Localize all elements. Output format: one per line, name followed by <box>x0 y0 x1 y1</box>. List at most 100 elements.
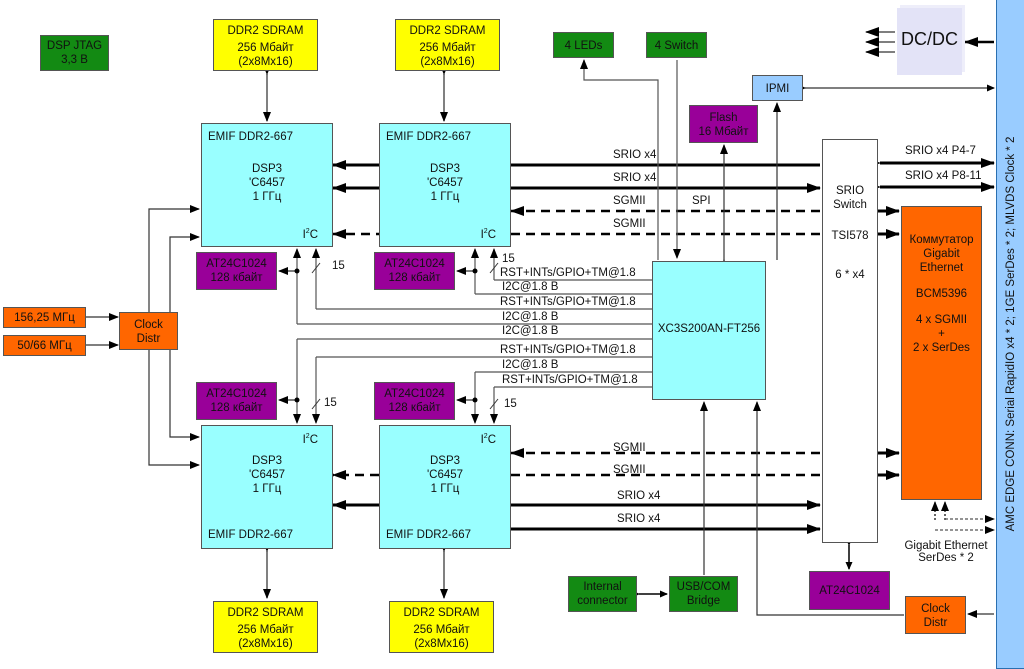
dsp-block: I2C DSP3 'C6457 1 ГГц EMIF DDR2-667 <box>201 425 333 549</box>
dsp-freq: 1 ГГц <box>430 483 460 495</box>
emif-label: EMIF DDR2-667 <box>208 529 293 541</box>
switch-eeprom-block: AT24C1024 <box>809 571 890 610</box>
dsp-name: DSP3 <box>251 163 283 175</box>
dsp-jtag-label: DSP JTAG <box>46 40 103 52</box>
bus-slash-mark <box>489 398 499 410</box>
link-label-sgmii: SGMII <box>613 442 646 454</box>
ddr-org: (2x8Mx16) <box>238 638 293 650</box>
i2c-port-label: I2C <box>302 433 318 446</box>
gbe-ports: 4 x SGMII <box>915 314 968 326</box>
clock-link <box>148 350 200 469</box>
clock-distr-subtitle: Distr <box>136 333 161 345</box>
fpga-block: XC3S200AN-FT256 <box>652 261 766 400</box>
leds-label: 4 LEDs <box>564 40 603 52</box>
ddr-title: DDR2 SDRAM <box>403 607 480 619</box>
bus-width-label: 15 <box>332 260 345 272</box>
flash-block: Flash 16 Мбайт <box>689 105 758 143</box>
gbe-serdes-label-line1: Gigabit Ethernet <box>904 540 988 552</box>
flash-size: 16 Мбайт <box>698 126 749 138</box>
eeprom-part: AT24C1024 <box>384 388 445 400</box>
dsp-freq: 1 ГГц <box>252 191 282 203</box>
gbe-serdes-label: Gigabit Ethernet SerDes * 2 <box>898 540 994 564</box>
srio-switch-ports: 6 * x4 <box>835 269 865 281</box>
dcdc-label: DC/DC <box>901 29 958 49</box>
link-label-srio-p4-7: SRIO x4 P4-7 <box>905 145 976 157</box>
clock-distr-title: Clock <box>134 319 163 331</box>
dsp-block: I2C DSP3 'C6457 1 ГГц EMIF DDR2-667 <box>379 425 511 549</box>
gbe-title-2: Gigabit <box>923 248 960 260</box>
gbe-serdes: 2 x SerDes <box>913 342 970 354</box>
dsp-freq: 1 ГГц <box>430 191 460 203</box>
dsp-name: DSP3 <box>429 163 461 175</box>
junction-dot <box>472 397 478 403</box>
link-label-i2c: I2C@1.8 В <box>502 325 559 337</box>
emif-label: EMIF DDR2-667 <box>208 131 293 143</box>
ddr-org: (2x8Mx16) <box>238 56 293 68</box>
leds-link <box>580 59 659 260</box>
clock-distr-block: Clock Distr <box>119 312 178 350</box>
link-label-srio: SRIO x4 <box>613 172 657 184</box>
eeprom-size: 128 кбайт <box>388 272 441 284</box>
gbe-switch-block: Коммутатор Gigabit Ethernet BCM5396 4 x … <box>901 206 982 500</box>
ddr-sdram-block: DDR2 SDRAM 256 Мбайт (2x8Mx16) <box>389 601 494 653</box>
srio-switch-block: SRIO Switch TSI578 6 * x4 <box>822 139 878 543</box>
bus-slash-mark <box>489 262 499 274</box>
link-label-spi: SPI <box>692 195 711 207</box>
emif-label: EMIF DDR2-667 <box>386 131 471 143</box>
leds-block: 4 LEDs <box>553 32 614 58</box>
ipmi-block: IPMI <box>752 75 803 101</box>
eeprom-part: AT24C1024 <box>384 258 445 270</box>
ddr-org: (2x8Mx16) <box>420 56 475 68</box>
clock-fpga-link <box>753 401 904 616</box>
ddr-title: DDR2 SDRAM <box>227 25 304 37</box>
gbe-title: Коммутатор <box>909 234 974 246</box>
fpga-label: XC3S200AN-FT256 <box>657 323 761 335</box>
link-label-rst-gpio: RST+INTs/GPIO+TM@1.8 <box>500 296 636 308</box>
internal-connector-title: Internal <box>583 581 622 593</box>
bus-width-label: 15 <box>504 398 517 410</box>
dsp-name: DSP3 <box>429 455 461 467</box>
dcdc-block: DC/DC <box>897 8 962 75</box>
flash-label: Flash <box>709 112 738 124</box>
internal-connector-block: Internal connector <box>568 576 637 612</box>
ddr-org: (2x8Mx16) <box>414 638 469 650</box>
dsp-model: 'C6457 <box>248 177 286 189</box>
link-label-srio: SRIO x4 <box>613 149 657 161</box>
i2c-port-label: I2C <box>480 433 496 446</box>
eeprom-size: 128 кбайт <box>210 272 263 284</box>
link-label-srio: SRIO x4 <box>617 513 661 525</box>
link-label-sgmii: SGMII <box>613 464 646 476</box>
dsp-freq: 1 ГГц <box>252 483 282 495</box>
link-label-rst-gpio: RST+INTs/GPIO+TM@1.8 <box>500 344 636 356</box>
eeprom-block: AT24C1024 128 кбайт <box>374 252 455 290</box>
amc-connector-label: AMC EDGE CONN: Serial RapidIO x4 * 2; 1G… <box>1005 136 1017 531</box>
link-label-i2c: I2C@1.8 В <box>502 359 559 371</box>
eeprom-block: AT24C1024 128 кбайт <box>196 382 277 420</box>
link-label-srio-p8-11: SRIO x4 P8-11 <box>905 170 982 182</box>
switch-eeprom-label: AT24C1024 <box>819 585 880 597</box>
dsp-block: EMIF DDR2-667 DSP3 'C6457 1 ГГц I2C <box>379 123 511 247</box>
dsp-jtag-voltage: 3,3 В <box>61 54 88 66</box>
ddr-size: 256 Мбайт <box>237 42 294 54</box>
eeprom-part: AT24C1024 <box>206 258 267 270</box>
gbe-part: BCM5396 <box>915 288 968 300</box>
junction-dot <box>472 268 478 274</box>
clock-distr-right-title: Clock <box>921 603 950 615</box>
amc-edge-connector: AMC EDGE CONN: Serial RapidIO x4 * 2; 1G… <box>996 0 1024 669</box>
i2c-port-label: I2C <box>480 228 496 241</box>
clock-link <box>148 205 200 312</box>
link-label-sgmii: SGMII <box>613 195 646 207</box>
dsp-model: 'C6457 <box>426 469 464 481</box>
clock-link <box>169 233 200 312</box>
junction-dot <box>294 268 300 274</box>
clock-distr-right-block: Clock Distr <box>905 596 966 634</box>
usb-bridge-title: USB/COM <box>676 581 731 593</box>
link-label-i2c: I2C@1.8 В <box>502 311 559 323</box>
i2c-port-label: I2C <box>302 228 318 241</box>
ddr-size: 256 Мбайт <box>419 42 476 54</box>
ddr-title: DDR2 SDRAM <box>409 25 486 37</box>
clock-distr-right-subtitle: Distr <box>923 617 948 629</box>
link-label-i2c: I2C@1.8 В <box>502 281 559 293</box>
clock-input-block: 50/66 МГц <box>3 335 86 356</box>
clock-input-label: 50/66 МГц <box>17 340 72 352</box>
